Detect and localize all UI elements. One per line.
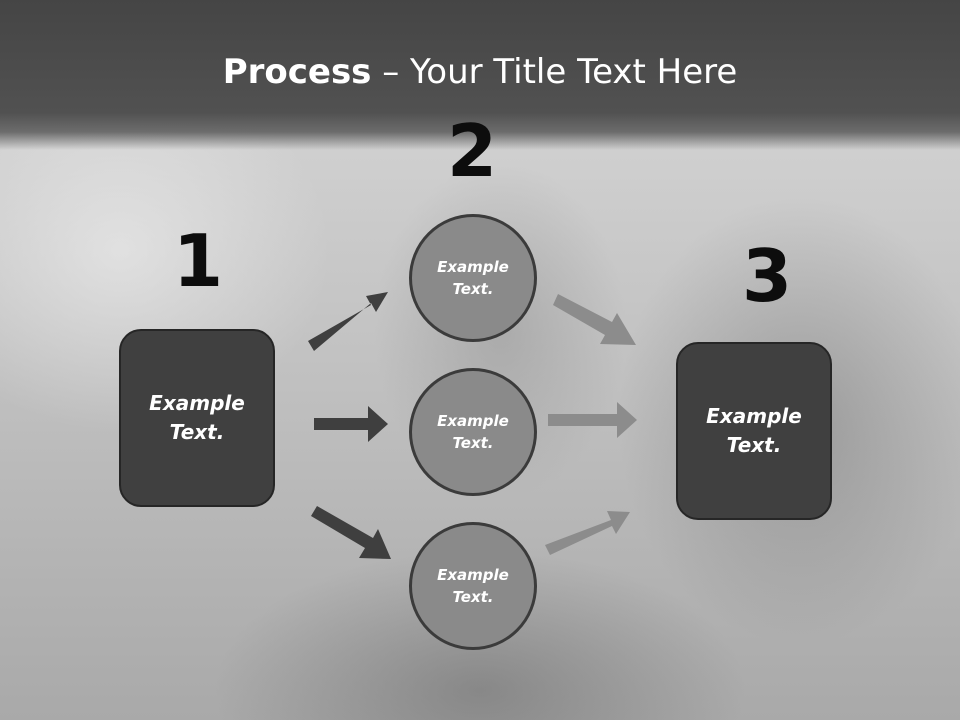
arrow-right-icon <box>548 402 637 438</box>
slide-title: Process – Your Title Text Here <box>0 52 960 92</box>
step-number-3: 3 <box>741 234 793 318</box>
arrow-right-up-icon <box>308 292 388 351</box>
step-number-1: 1 <box>172 219 224 303</box>
step-1-box: Example Text. <box>119 329 275 507</box>
step-3-text: Example Text. <box>706 404 802 457</box>
step-3-box: Example Text. <box>676 342 832 520</box>
title-bold: Process <box>222 52 372 92</box>
arrow-right-icon <box>314 406 388 442</box>
title-bar: Process – Your Title Text Here <box>0 0 960 150</box>
step-2-circle-middle: Example Text. <box>409 368 537 496</box>
arrow-right-up-icon <box>545 511 630 555</box>
circle-text: Example Text. <box>437 565 509 607</box>
arrow-right-down-icon <box>311 506 391 559</box>
step-2-circle-bottom: Example Text. <box>409 522 537 650</box>
circle-text: Example Text. <box>437 411 509 453</box>
step-2-circle-top: Example Text. <box>409 214 537 342</box>
title-rest: – Your Title Text Here <box>371 52 738 92</box>
step-number-2: 2 <box>446 109 498 193</box>
arrow-right-down-icon <box>553 294 636 345</box>
circle-text: Example Text. <box>437 257 509 299</box>
step-1-text: Example Text. <box>149 391 245 444</box>
